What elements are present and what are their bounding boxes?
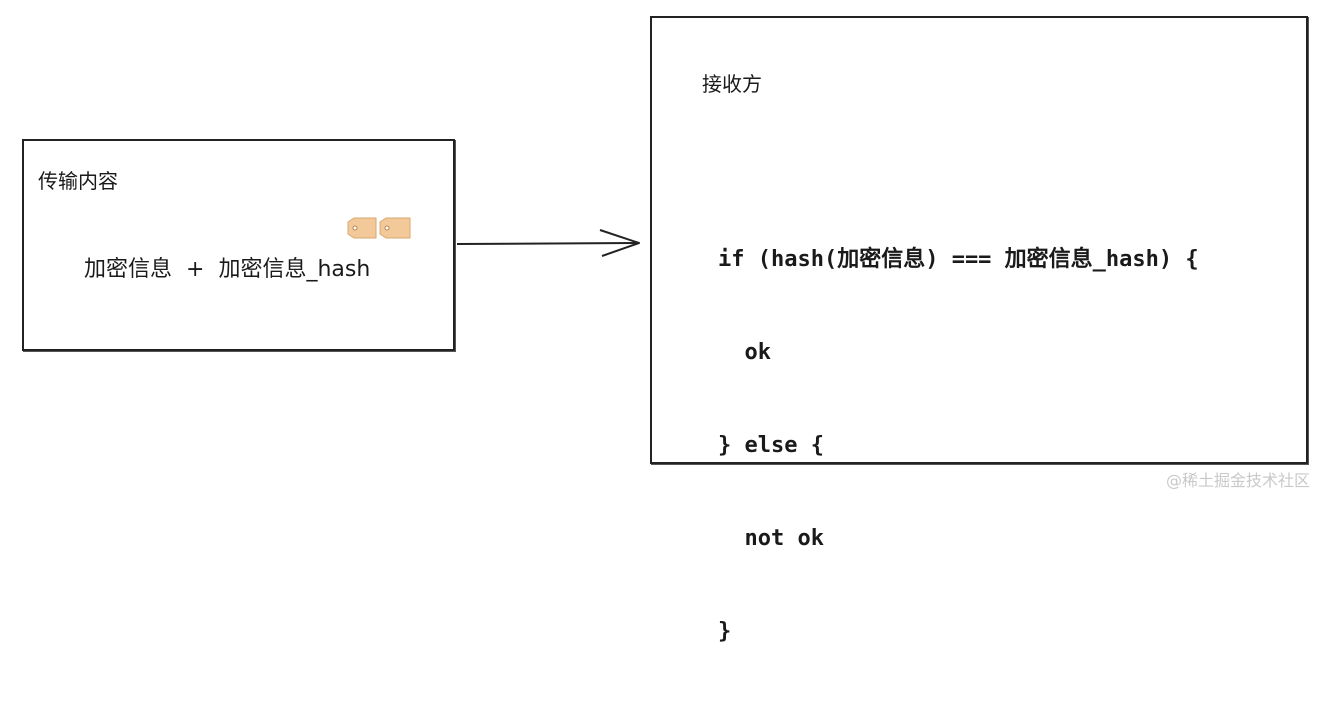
right-arrow-icon xyxy=(456,229,640,257)
payload-plus: + xyxy=(186,257,205,282)
code-line: } xyxy=(718,619,732,644)
sender-box: 传输内容 加密信息 + 加密信息_hash xyxy=(22,139,455,351)
price-tag-icon xyxy=(347,217,411,239)
payload-encrypted: 加密信息 xyxy=(84,257,173,282)
price-tag-icon-right xyxy=(379,217,411,239)
price-tag-icon-left xyxy=(347,217,377,239)
payload-hash: 加密信息_hash xyxy=(218,257,371,282)
sender-title: 传输内容 xyxy=(38,169,118,193)
code-line: ok xyxy=(718,340,771,365)
code-line: not ok xyxy=(718,526,824,551)
receiver-title: 接收方 xyxy=(702,72,762,96)
payload-text: 加密信息 + 加密信息_hash xyxy=(84,251,370,283)
verification-code: if (hash(加密信息) === 加密信息_hash) { ok } els… xyxy=(718,182,1199,709)
watermark: @稀土掘金技术社区 xyxy=(1165,471,1310,490)
code-line: if (hash(加密信息) === 加密信息_hash) { xyxy=(718,247,1199,272)
receiver-box: 接收方 if (hash(加密信息) === 加密信息_hash) { ok }… xyxy=(650,16,1308,644)
code-line: } else { xyxy=(718,433,824,458)
